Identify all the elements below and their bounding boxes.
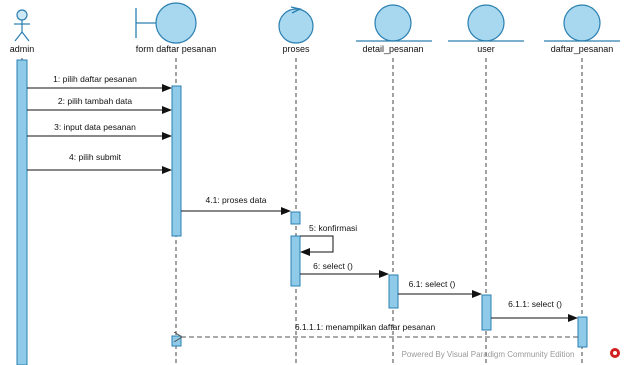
activation-form-return[interactable] (171, 335, 182, 347)
participant-form[interactable]: form daftar pesanan (135, 2, 217, 54)
participant-detail-pesanan[interactable]: detail_pesanan (356, 4, 432, 54)
participant-label-proses: proses (282, 44, 310, 54)
watermark-text: Powered By Visual Paradigm Community Edi… (402, 350, 575, 359)
message-label-4: 4: pilih submit (69, 152, 122, 162)
participant-admin[interactable]: admin (10, 9, 35, 54)
message-label-3: 3: input data pesanan (54, 122, 136, 132)
message-label-6: 6: select () (313, 261, 353, 271)
entity-icon (544, 4, 620, 42)
participant-label-admin: admin (10, 44, 35, 54)
entity-icon (356, 4, 432, 42)
participant-proses[interactable]: proses (278, 6, 314, 54)
message-label-2: 2: pilih tambah data (58, 96, 132, 106)
activation-detail-pesanan[interactable] (388, 274, 399, 309)
entity-icon (448, 4, 524, 42)
activation-daftar-pesanan[interactable] (577, 316, 588, 348)
participant-label-daftar-pesanan: daftar_pesanan (551, 44, 614, 54)
message-label-6-1: 6.1: select () (409, 279, 456, 289)
message-label-6-1-1: 6.1.1: select () (508, 299, 562, 309)
participant-label-detail-pesanan: detail_pesanan (362, 44, 423, 54)
participant-label-user: user (477, 44, 495, 54)
visual-paradigm-logo-icon (610, 348, 620, 358)
activation-user[interactable] (481, 294, 492, 331)
message-label-4-1: 4.1: proses data (206, 195, 267, 205)
participant-user[interactable]: user (448, 4, 524, 54)
activation-admin[interactable] (16, 59, 28, 365)
message-arrow-5-self[interactable] (300, 235, 334, 256)
boundary-icon (135, 2, 197, 44)
activation-form[interactable] (171, 85, 182, 237)
message-label-1: 1: pilih daftar pesanan (53, 74, 137, 84)
participant-label-form: form daftar pesanan (136, 44, 217, 54)
message-label-5: 5: konfirmasi (309, 223, 357, 233)
message-label-6-1-1-1: 6.1.1.1: menampilkan daftar pesanan (295, 322, 436, 332)
activation-proses-1[interactable] (290, 211, 301, 225)
participant-daftar-pesanan[interactable]: daftar_pesanan (544, 4, 620, 54)
activation-proses-2[interactable] (290, 235, 301, 287)
actor-icon (14, 9, 30, 42)
control-icon (278, 6, 314, 44)
